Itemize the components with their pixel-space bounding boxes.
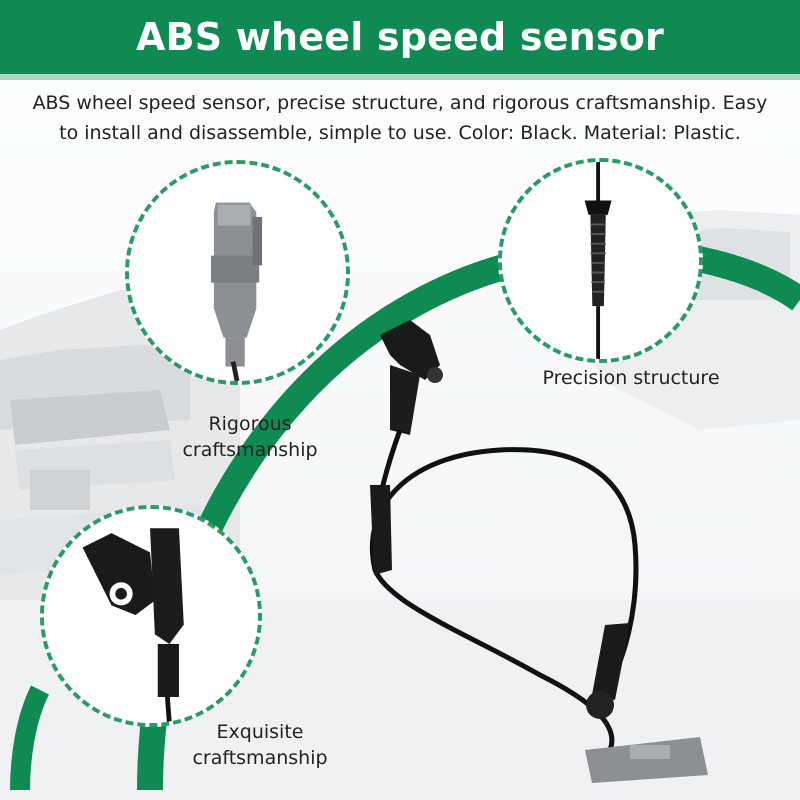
header-banner: ABS wheel speed sensor <box>0 0 800 80</box>
page-title: ABS wheel speed sensor <box>135 15 665 59</box>
product-description: ABS wheel speed sensor, precise structur… <box>32 92 768 144</box>
callout-connector <box>125 160 350 385</box>
callout-label-precision: Precision structure <box>542 367 720 389</box>
callout-label-rigorous: Rigorous craftsmanship <box>182 413 318 461</box>
ribbed-sleeve-closeup-icon <box>502 162 699 359</box>
sensor-head-closeup-icon <box>44 509 258 723</box>
callout-label-exquisite: Exquisite craftsmanship <box>192 721 328 769</box>
callout-sensor-head <box>40 505 262 727</box>
callout-ribbed-sleeve <box>498 158 703 363</box>
connector-closeup-icon <box>129 164 346 381</box>
abs-sensor-product-image <box>369 320 708 783</box>
